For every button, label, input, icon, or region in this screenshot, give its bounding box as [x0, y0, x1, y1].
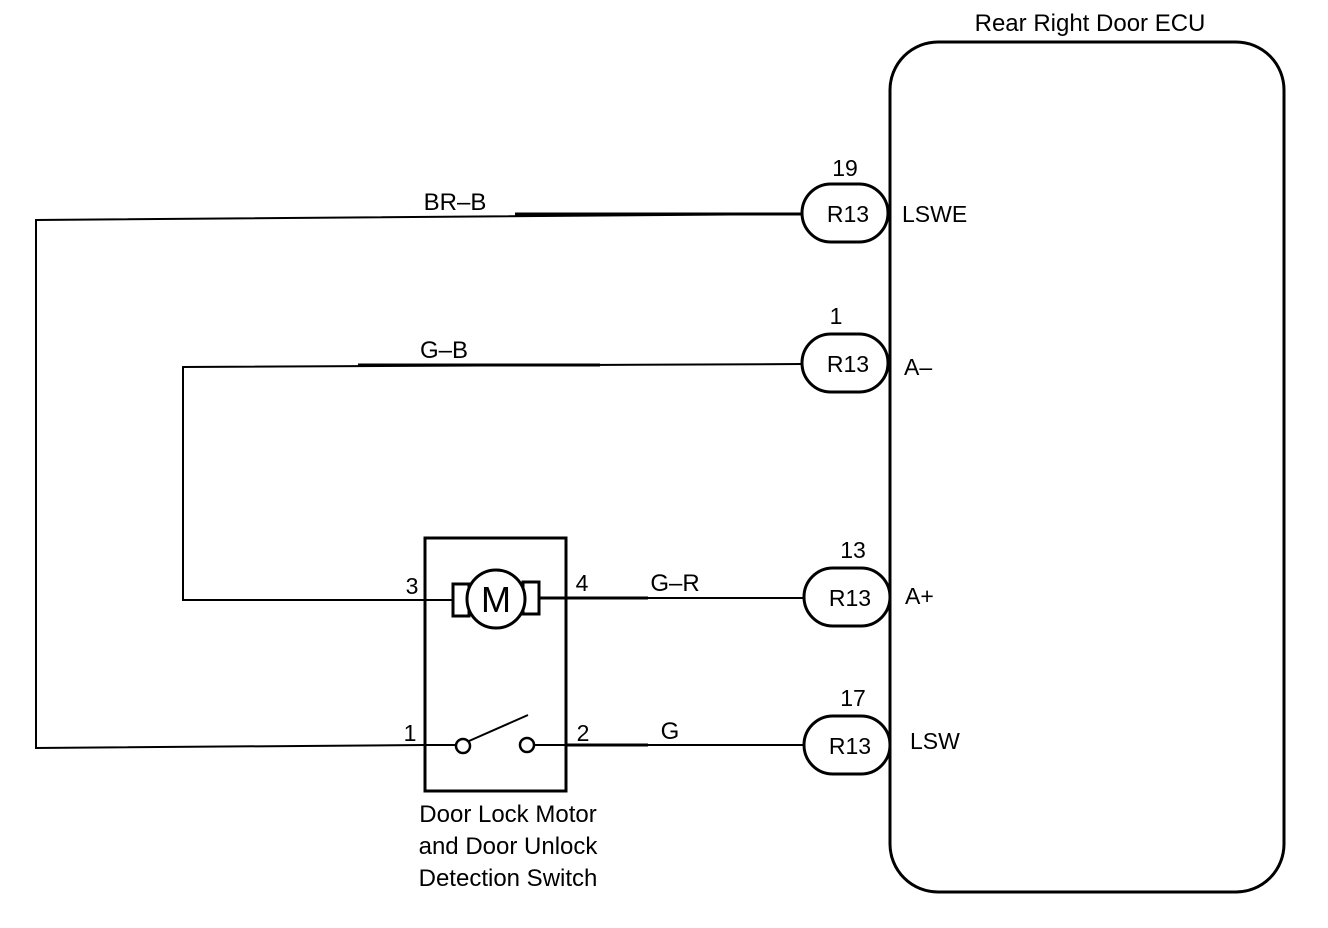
terminal-name: A+ [905, 583, 934, 609]
pin-number: 13 [840, 537, 866, 563]
terminal-number: 1 [404, 720, 417, 746]
motor-symbol: M [481, 579, 511, 620]
pin-number: 17 [840, 685, 866, 711]
connector-label: R13 [829, 585, 871, 611]
switch-icon [425, 714, 566, 755]
wire-g-b [182, 363, 803, 601]
component-box [423, 536, 568, 793]
terminal-name: LSW [910, 728, 960, 754]
connector-label: R13 [827, 351, 869, 377]
component-label-line: Door Lock Motor [419, 801, 596, 828]
wire-br-b [35, 213, 803, 750]
component-label-line: Detection Switch [419, 865, 598, 892]
connector-pin-1: R13 1 A– [800, 303, 932, 394]
connector-pin-13: R13 13 A+ [802, 537, 934, 628]
wire-color-label: BR–B [424, 189, 487, 216]
connector-label: R13 [829, 733, 871, 759]
terminal-number: 3 [406, 573, 419, 599]
connector-pin-19: R13 19 LSWE [800, 155, 967, 244]
terminal-number: 2 [577, 720, 590, 746]
terminal-name: A– [904, 354, 932, 380]
wire-color-label: G–R [650, 570, 699, 597]
motor-icon: M [425, 568, 566, 630]
wire-color-label: G–B [420, 337, 468, 364]
wire-color-label: G [661, 718, 680, 745]
terminal-name: LSWE [902, 201, 967, 227]
pin-number: 1 [830, 303, 843, 329]
ecu-title: Rear Right Door ECU [975, 10, 1206, 37]
connector-pin-17: R13 17 LSW [802, 685, 960, 776]
pin-number: 19 [832, 155, 858, 181]
component-label-line: and Door Unlock [419, 833, 599, 860]
connector-label: R13 [827, 201, 869, 227]
terminal-number: 4 [576, 570, 589, 596]
ecu-box [888, 40, 1286, 894]
